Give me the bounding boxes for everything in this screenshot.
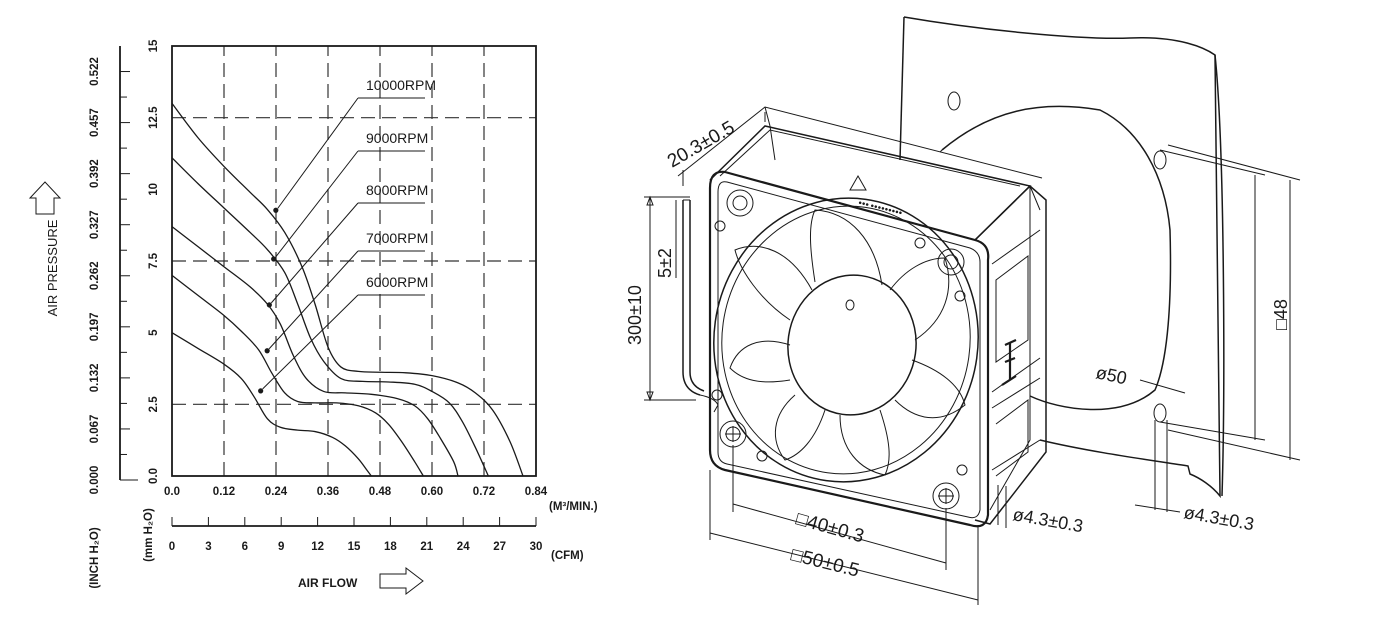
leader-dot — [273, 207, 279, 213]
panel-hole-top-left — [947, 91, 961, 111]
y-inch-tick-label: 0.522 — [89, 57, 101, 86]
y-inch-tick-label: 0.000 — [89, 466, 101, 495]
curve-10000rpm — [171, 102, 524, 477]
x-cfm-tick-label: 6 — [242, 541, 248, 553]
x-m3-tick-label: 0.48 — [369, 486, 392, 498]
y-inch-tick-label: 0.197 — [89, 312, 101, 341]
y-mm-tick-label: 5 — [148, 329, 160, 336]
y-inch-tick-label: 0.457 — [89, 108, 101, 137]
x-cfm-ticks: 0 3 6 9 12 15 18 21 24 27 30 — [169, 517, 543, 553]
x-m3-tick-label: 0.72 — [473, 486, 495, 498]
x-m3-ticks: 0.0 0.12 0.24 0.36 0.48 0.60 0.72 0.84 — [164, 486, 548, 498]
x-m3-tick-label: 0.0 — [164, 486, 180, 498]
curve-6000rpm — [171, 332, 372, 477]
chart-grid — [172, 46, 536, 476]
mounting-panel — [899, 16, 1225, 499]
x-cfm-tick-label: 30 — [530, 541, 543, 553]
y-inch-ticks: 0.000 0.067 0.132 0.197 0.262 0.327 0.392 0.457… — [89, 57, 130, 494]
x-m3-tick-label: 0.36 — [317, 486, 339, 498]
y-mm-tick-label: 10 — [148, 183, 160, 196]
curve-7000rpm — [171, 274, 424, 477]
curve-8000rpm — [171, 226, 459, 477]
x-cfm-unit: (CFM) — [551, 550, 584, 562]
x-m3-tick-label: 0.24 — [265, 486, 288, 498]
rpm-labels: 10000RPM 9000RPM 8000RPM 7000RPM 6000RPM — [258, 77, 436, 394]
y-mm-ticks: 0.0 2.5 5 7.5 10 12.5 15 — [148, 39, 160, 484]
leader-line — [270, 202, 359, 304]
y-axis-label: AIR PRESSURE — [45, 219, 60, 316]
arrow-up-icon — [28, 181, 62, 215]
y-inch-tick-label: 0.327 — [89, 210, 101, 239]
y-mm-tick-label: 2.5 — [148, 396, 160, 413]
y-mm-tick-label: 7.5 — [148, 252, 160, 269]
pq-curve-chart: AIR PRESSURE (INCH H₂O) (mm H₂O) 0.0000.… — [28, 39, 598, 596]
x-cfm-tick-label: 18 — [384, 541, 397, 553]
leader-dot — [264, 348, 270, 354]
leader-dot — [271, 256, 277, 262]
x-cfm-tick-label: 9 — [278, 541, 284, 553]
y-inch-tick-label: 0.392 — [89, 159, 101, 188]
x-cfm-tick-label: 12 — [311, 541, 324, 553]
x-cfm-tick-label: 3 — [205, 541, 211, 553]
x-m3-tick-label: 0.84 — [525, 486, 548, 498]
y-mm-tick-label: 12.5 — [148, 106, 160, 129]
curve-label-9000rpm: 9000RPM — [366, 130, 428, 146]
leader-dot — [258, 388, 264, 394]
dim-hole-dia-panel: ø4.3±0.3 — [1182, 502, 1255, 534]
curve-label-8000rpm: 8000RPM — [366, 182, 428, 198]
dim-cutout-dia: ø50 — [1094, 362, 1129, 388]
leader-line — [262, 294, 359, 390]
dim-cable-length: 300±10 — [625, 285, 645, 345]
x-axis-label: AIR FLOW — [298, 576, 358, 590]
dim-panel-pitch: □48 — [1271, 299, 1291, 330]
dim-hole-dia-fan: ø4.3±0.3 — [1011, 504, 1084, 536]
curve-label-7000rpm: 7000RPM — [366, 230, 428, 246]
x-m3-tick-label: 0.60 — [421, 486, 443, 498]
fan-drawing: ●●● ●●●●●●●●● — [682, 125, 1047, 528]
arrow-right-icon — [379, 566, 424, 596]
y-mm-tick-label: 0.0 — [148, 468, 160, 484]
x-cfm-tick-label: 24 — [457, 541, 470, 553]
x-m3-unit: (M³/MIN.) — [549, 501, 598, 513]
y-inch-unit: (INCH H₂O) — [89, 527, 101, 588]
dim-frame-size: □50±0.5 — [789, 544, 861, 581]
x-cfm-tick-label: 0 — [169, 541, 175, 553]
y-inch-tick-label: 0.132 — [89, 363, 101, 392]
curve-9000rpm — [171, 157, 489, 477]
dim-hole-pitch: □40±0.3 — [794, 509, 867, 548]
panel-hole-bottom-right — [1153, 403, 1167, 423]
leader-line — [275, 150, 359, 258]
y-mm-unit: (mm H₂O) — [143, 508, 155, 562]
leader-dot — [266, 302, 272, 308]
y-inch-tick-label: 0.067 — [89, 415, 101, 444]
rpm-curves — [171, 102, 524, 477]
x-cfm-tick-label: 21 — [420, 541, 433, 553]
curve-label-6000rpm: 6000RPM — [366, 274, 428, 290]
leader-line — [277, 97, 359, 209]
panel-hole-top-right — [1153, 150, 1167, 170]
y-mm-tick-label: 15 — [148, 39, 160, 52]
y-inch-tick-label: 0.262 — [89, 261, 101, 290]
x-m3-tick-label: 0.12 — [213, 486, 235, 498]
x-cfm-tick-label: 15 — [348, 541, 361, 553]
x-cfm-tick-label: 27 — [493, 541, 506, 553]
plot-frame — [171, 45, 537, 477]
dim-strip-length: 5±2 — [655, 248, 675, 278]
curve-label-10000rpm: 10000RPM — [366, 77, 436, 93]
leader-line — [268, 250, 359, 350]
